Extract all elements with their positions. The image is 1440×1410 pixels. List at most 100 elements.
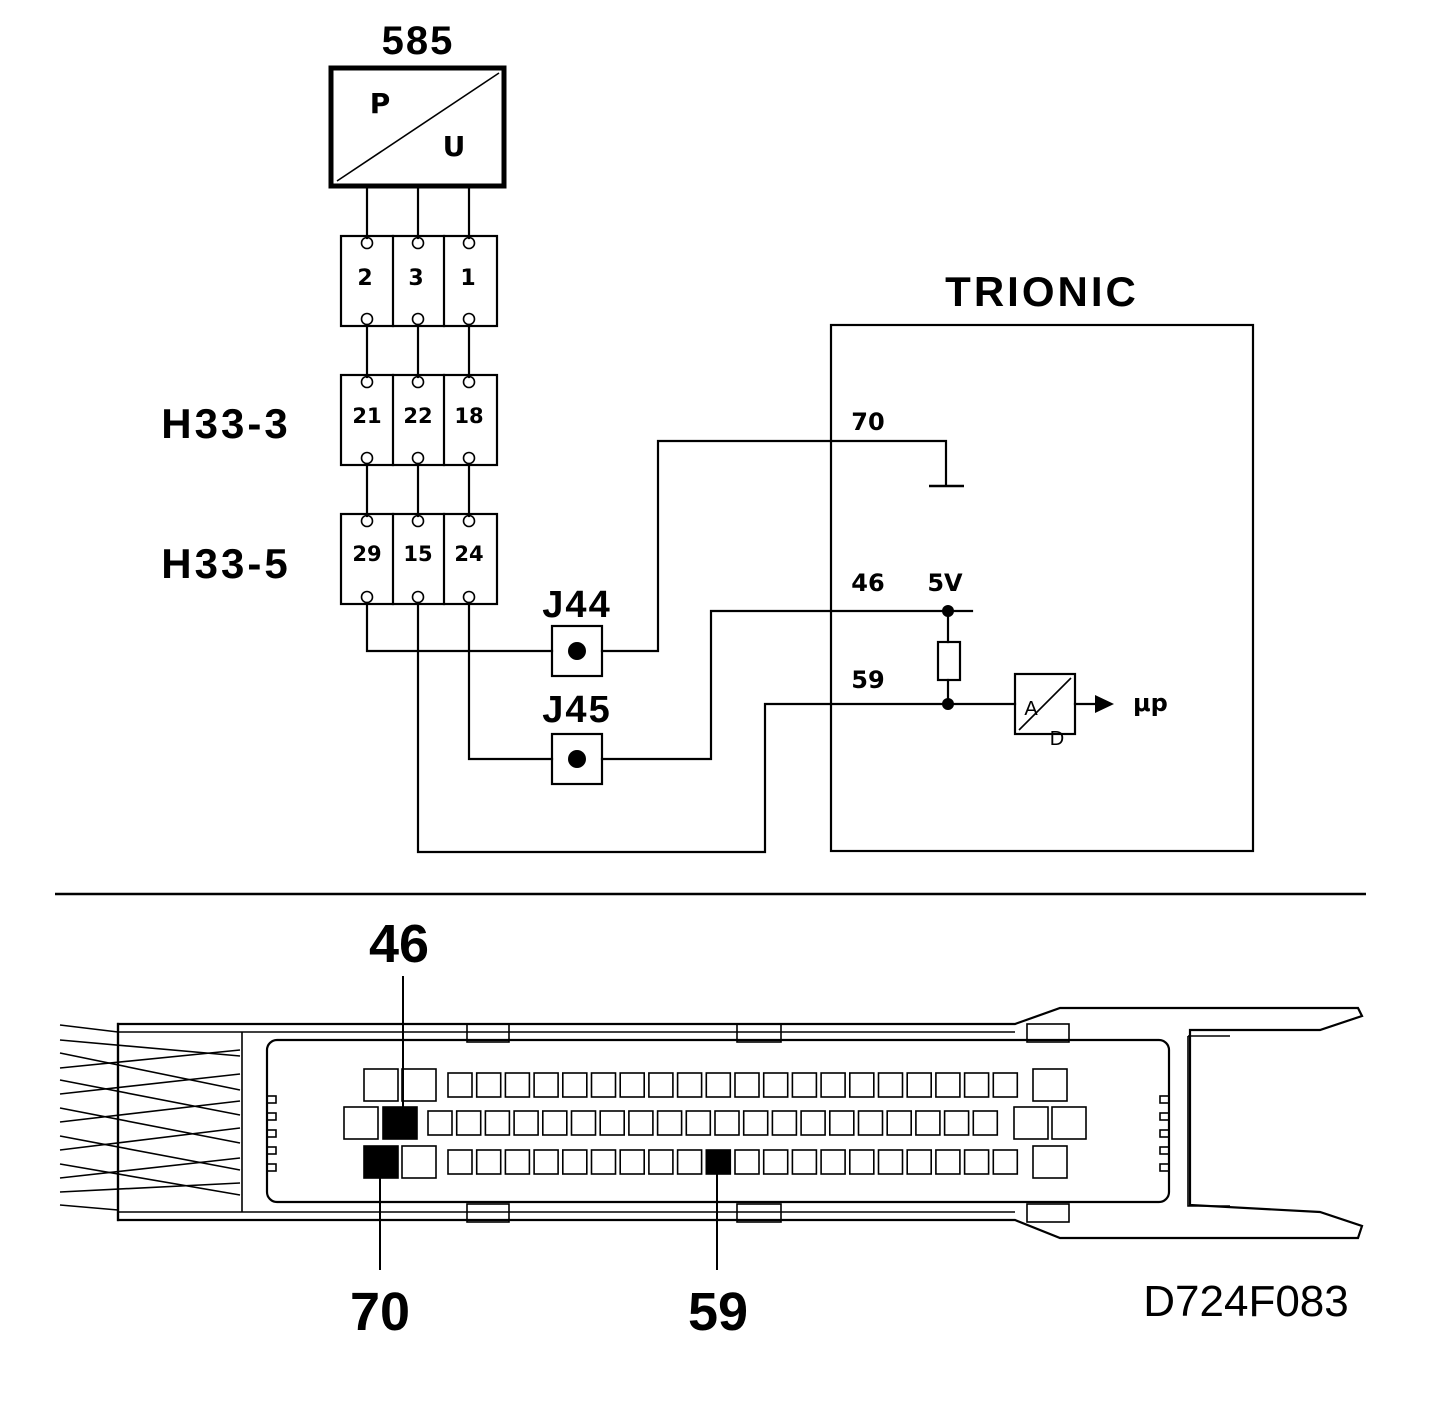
junction-j45-box xyxy=(550,732,604,786)
pin-cavity xyxy=(504,1072,531,1098)
pin-cavity xyxy=(447,1149,473,1175)
slot xyxy=(266,1095,277,1104)
pin-cavity xyxy=(401,1145,437,1179)
arrow-right-icon xyxy=(1095,695,1114,713)
latch-tab xyxy=(1026,1023,1070,1043)
pin-cavity xyxy=(561,1149,588,1175)
pin-label: 24 xyxy=(454,542,483,566)
pin-socket xyxy=(411,590,425,604)
connector-housing xyxy=(116,1006,1364,1240)
bundle-wire xyxy=(59,1049,241,1069)
pin-cavity xyxy=(828,1110,855,1136)
latch-tab xyxy=(1026,1203,1070,1223)
pin-socket xyxy=(360,590,374,604)
pin-label: 22 xyxy=(403,404,432,428)
pin-cavity xyxy=(363,1068,399,1102)
connector-h33-5: H33-5 29 15 24 xyxy=(161,512,499,606)
pin-cavity xyxy=(648,1149,674,1175)
links-h33-3-to-h33-5 xyxy=(365,462,471,518)
wire-bundle xyxy=(59,1024,241,1211)
pin-cavity xyxy=(915,1110,941,1136)
control-module-box xyxy=(829,323,1255,853)
wire-j45-to-pin-46 xyxy=(600,609,974,761)
latch-tab xyxy=(466,1023,510,1043)
pin-socket xyxy=(462,514,476,528)
bundle-wire xyxy=(59,1107,241,1144)
ad-converter-a: A xyxy=(1024,698,1038,720)
latch-tab xyxy=(736,1203,782,1223)
pin-label: 15 xyxy=(403,542,432,566)
wire-supply-to-j45 xyxy=(467,601,554,761)
pin-socket xyxy=(360,514,374,528)
pin-cavity xyxy=(762,1149,789,1175)
pin-socket xyxy=(462,236,476,250)
pin-cavity xyxy=(561,1072,588,1098)
pin-cavity xyxy=(504,1149,531,1175)
pin-cavity xyxy=(906,1072,933,1098)
pin-cavity xyxy=(857,1110,884,1136)
wire-j44-to-pin-70 xyxy=(600,439,948,653)
pin-cavity xyxy=(427,1110,453,1136)
pin-cavity xyxy=(599,1110,626,1136)
pin-socket xyxy=(462,451,476,465)
pin-cavity xyxy=(906,1149,933,1175)
pin-socket xyxy=(411,236,425,250)
links-plug-to-h33-3 xyxy=(365,323,471,379)
pin-cavity-highlighted xyxy=(382,1106,418,1140)
pin-cavity xyxy=(762,1072,789,1098)
sensor-id-label: 585 xyxy=(382,19,455,63)
pin-cavity xyxy=(533,1072,559,1098)
pin-cavity xyxy=(676,1149,703,1175)
pin-socket xyxy=(462,590,476,604)
pin-socket xyxy=(360,236,374,250)
processor-label: μp xyxy=(1133,689,1168,717)
slot xyxy=(1159,1146,1170,1155)
pin-socket xyxy=(411,375,425,389)
sensor-diagonal xyxy=(336,72,500,182)
connector-h33-3-label: H33-3 xyxy=(161,400,290,447)
pin-cavity xyxy=(992,1149,1019,1175)
junction-j45-dot xyxy=(568,750,586,768)
pin-cavity xyxy=(570,1110,597,1136)
bundle-wire xyxy=(59,1073,241,1095)
pin-label: 1 xyxy=(460,266,475,291)
pin-cavity xyxy=(886,1110,913,1136)
bundle-wire xyxy=(59,1024,119,1033)
slot xyxy=(266,1112,277,1121)
pin-socket xyxy=(360,375,374,389)
pin-cavity xyxy=(619,1072,646,1098)
pin-cavity xyxy=(455,1110,482,1136)
callout-46: 46 xyxy=(369,914,429,974)
connector-h33-5-label: H33-5 xyxy=(161,540,290,587)
pin-cavity-grid xyxy=(343,1068,1087,1179)
junction-j44-label: J44 xyxy=(542,584,611,626)
side-slots-left xyxy=(266,1095,277,1172)
pin-socket xyxy=(462,312,476,326)
pin-socket xyxy=(411,514,425,528)
figure-code: D724F083 xyxy=(1143,1277,1348,1326)
ad-converter-diagonal xyxy=(1018,677,1072,731)
pin-cavity xyxy=(791,1149,818,1175)
pin-cavity xyxy=(992,1072,1019,1098)
junction-j44-box xyxy=(550,624,604,678)
node-dot xyxy=(942,605,954,617)
pin-cavity xyxy=(484,1110,511,1136)
pin-cavity xyxy=(475,1149,502,1175)
pin-cavity xyxy=(877,1149,904,1175)
slot xyxy=(1159,1112,1170,1121)
pin-cavity xyxy=(714,1110,740,1136)
pin-cavity xyxy=(705,1072,732,1098)
side-slots-right xyxy=(1159,1095,1170,1172)
junction-j44-dot xyxy=(568,642,586,660)
bundle-wire xyxy=(59,1052,241,1091)
slot xyxy=(266,1163,277,1172)
pin-59-label: 59 xyxy=(851,666,884,694)
pull-up-resistor xyxy=(936,640,962,682)
pin-cavity xyxy=(943,1110,970,1136)
slot xyxy=(1159,1095,1170,1104)
pin-label: 29 xyxy=(352,542,381,566)
sensor-leads xyxy=(365,184,471,240)
pin-cavity xyxy=(1013,1106,1049,1140)
latch-tab xyxy=(466,1203,510,1223)
